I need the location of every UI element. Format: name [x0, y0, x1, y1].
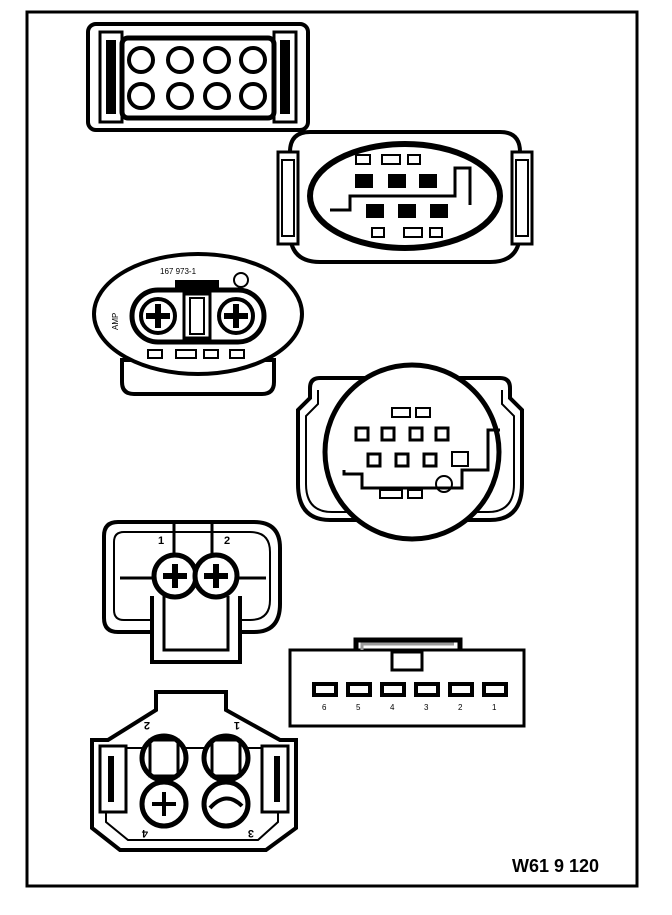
connector-5-latch — [150, 596, 242, 664]
connector-6-pin-label-5: 5 — [356, 703, 361, 712]
connector-4-pins — [354, 426, 450, 468]
connector-5: 1 2 — [102, 520, 282, 664]
connector-1-face — [119, 35, 277, 121]
connector-7: 2 1 4 3 — [90, 690, 298, 852]
connector-6-pins — [312, 682, 508, 697]
connector-6-pin-label-3: 3 — [424, 703, 429, 712]
connector-6-pin-label-1: 1 — [492, 703, 497, 712]
connector-7-pin-label-4: 4 — [141, 827, 148, 839]
connector-5-pin-label-2: 2 — [224, 535, 230, 547]
connector-7-pins — [139, 733, 251, 829]
connector-2 — [276, 130, 534, 264]
connector-6-pin-label-4: 4 — [390, 703, 395, 712]
connector-3: 167 973-1 AMP — [92, 252, 304, 396]
connector-4 — [296, 362, 524, 542]
connector-5-pin-label-1: 1 — [158, 535, 164, 547]
connector-6-pin-label-2: 2 — [458, 703, 463, 712]
connector-3-mark — [233, 272, 249, 288]
connector-7-pin-label-2: 2 — [144, 719, 150, 731]
connector-5-pins — [151, 552, 240, 600]
connector-4-mark — [435, 475, 453, 493]
connector-4-face — [322, 362, 502, 542]
connector-6-pin-label-6: 6 — [322, 703, 327, 712]
reference-code: W61 9 120 — [512, 856, 599, 876]
connector-3-pins — [139, 297, 255, 335]
connector-6: 6 5 4 3 2 1 — [288, 637, 526, 728]
connector-7-pin-label-1: 1 — [234, 719, 240, 731]
connector-3-part-number: 167 973-1 — [160, 267, 197, 276]
connector-1 — [86, 22, 310, 132]
connector-7-pin-label-3: 3 — [248, 827, 254, 839]
connector-1-pins — [127, 46, 267, 110]
connector-3-side-label: AMP — [111, 313, 120, 330]
connector-2-pins — [355, 174, 448, 218]
